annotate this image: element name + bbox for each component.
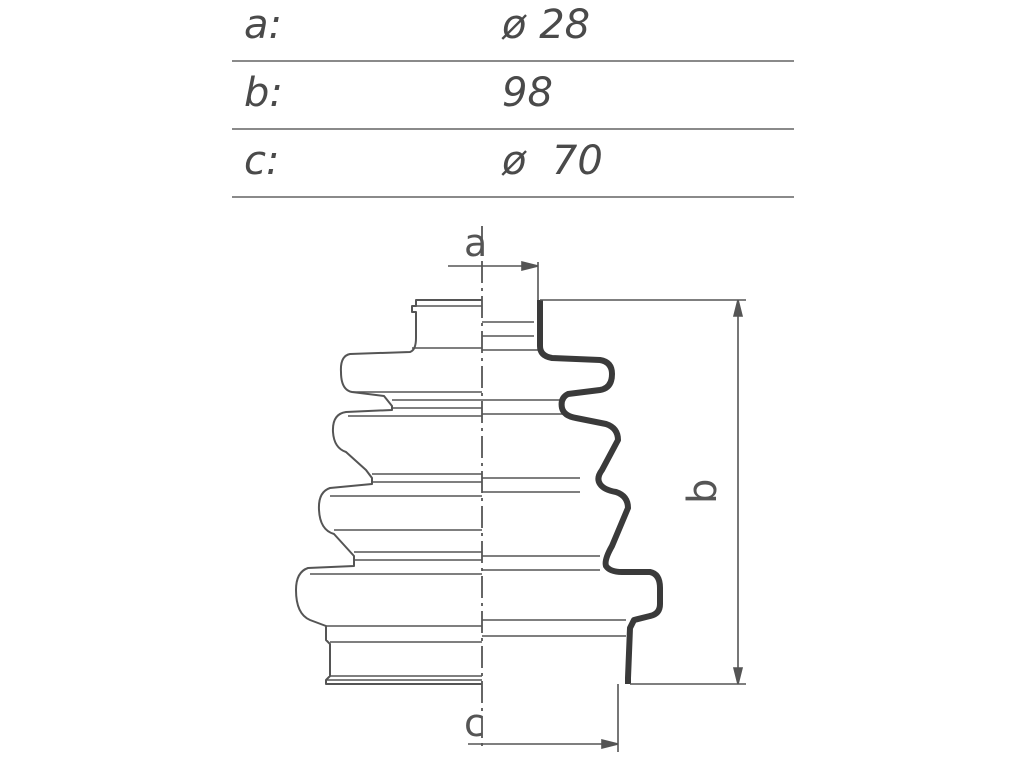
dimension-c: [468, 684, 619, 752]
boot-inner-lines: [310, 305, 482, 681]
boot-section-right: [537, 300, 663, 684]
dimension-a: [448, 260, 539, 300]
dimension-row-a: a: ø 28: [232, 0, 794, 62]
dimension-row-c: c: ø 70: [232, 130, 794, 198]
dimension-label: c:: [244, 138, 280, 184]
dimension-label: a:: [244, 2, 282, 48]
dimension-value: 98: [502, 70, 553, 116]
dimension-a-label: a: [464, 221, 487, 265]
dimension-label: b:: [244, 70, 283, 116]
dimension-row-b: b: 98: [232, 62, 794, 130]
dimension-c-label: c: [464, 701, 485, 745]
dimension-table: a: ø 28 b: 98 c: ø 70: [232, 0, 794, 200]
dimension-b-label: b: [680, 479, 726, 504]
boot-inner-lines-right: [482, 321, 626, 637]
dimension-b: [540, 299, 746, 685]
boot-outline-left: [295, 299, 482, 685]
dimension-value: ø 70: [502, 138, 603, 184]
dimension-value: ø 28: [502, 2, 591, 48]
